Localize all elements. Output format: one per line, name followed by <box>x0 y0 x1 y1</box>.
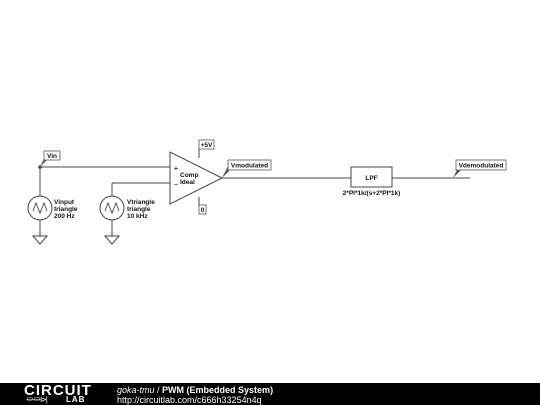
author-link[interactable]: goka-tmu <box>117 385 155 395</box>
schematic-canvas: Vin Vinput triangle 200 Hz Vtriangle tri… <box>27 139 507 245</box>
node-label-supply: +5V <box>201 142 213 149</box>
node-label-vdemodulated: Vdemodulated <box>459 163 504 170</box>
triangle-wave-icon <box>32 201 48 215</box>
node-label-ground-ref: 0 <box>201 207 205 214</box>
comparator[interactable]: + − Comp Ideal <box>169 151 224 205</box>
title-separator: / <box>154 385 163 395</box>
node-flag-ground-ref[interactable]: 0 <box>198 204 207 215</box>
lpf-block[interactable]: LPF 2*PI*1k/(s+2*PI*1k) <box>343 166 401 197</box>
source-vtriangle-type: triangle <box>127 206 151 213</box>
node-label-vin: Vin <box>47 153 57 160</box>
footer-bar: CIRCUIT ⏛⏛⊳| LAB goka-tmu / PWM (Embedde… <box>0 383 540 405</box>
source-vtriangle-freq: 10 kHz <box>127 213 148 220</box>
source-vtriangle[interactable]: Vtriangle triangle 10 kHz <box>99 195 155 221</box>
logo-lab: LAB <box>66 395 86 404</box>
source-vtriangle-name: Vtriangle <box>127 199 155 206</box>
comparator-label: Comp <box>180 172 198 179</box>
comparator-sublabel: Ideal <box>180 179 195 186</box>
circuit-title: PWM (Embedded System) <box>162 385 274 395</box>
node-flag-vdemodulated[interactable]: Vdemodulated <box>453 159 507 178</box>
node-flag-vmodulated[interactable]: Vmodulated <box>222 159 272 178</box>
node-label-vmodulated: Vmodulated <box>231 163 268 170</box>
logo-circuit-symbol-icon: ⏛⏛⊳| <box>26 395 48 404</box>
triangle-wave-icon <box>104 201 120 215</box>
source-vinput-type: triangle <box>54 206 78 213</box>
ground-icon <box>103 235 121 245</box>
comparator-plus: + <box>174 164 179 173</box>
lpf-transfer-function: 2*PI*1k/(s+2*PI*1k) <box>343 190 401 197</box>
source-vinput-name: Vinput <box>54 199 75 206</box>
source-vinput[interactable]: Vinput triangle 200 Hz <box>27 195 78 221</box>
footer-title: goka-tmu / PWM (Embedded System) <box>117 385 273 395</box>
node-flag-vin[interactable]: Vin <box>40 150 61 167</box>
lpf-label: LPF <box>365 175 377 182</box>
circuit-url-link[interactable]: http://circuitlab.com/c666h33254n4q <box>117 395 262 405</box>
ground-icon <box>31 235 49 245</box>
node-flag-supply[interactable]: +5V <box>198 139 215 150</box>
source-vinput-freq: 200 Hz <box>54 213 75 220</box>
comparator-minus: − <box>174 180 179 189</box>
logo-circuit[interactable]: CIRCUIT <box>24 382 92 399</box>
